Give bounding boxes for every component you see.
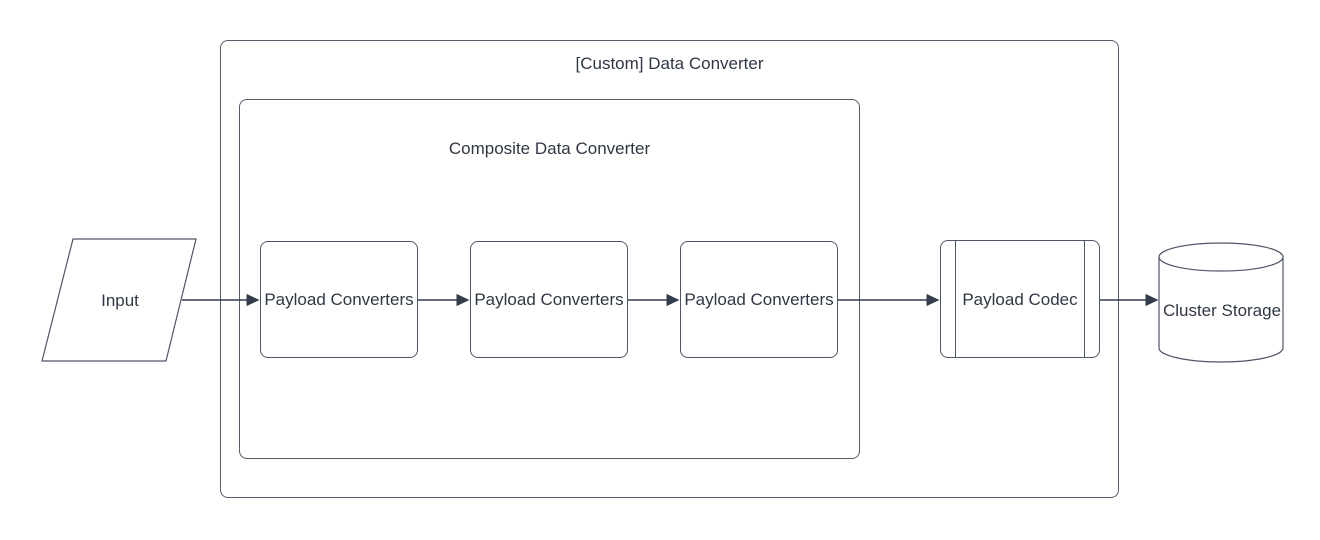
cylinder-shape: [1158, 242, 1284, 363]
payload-converters-label-2: Payload Converters: [474, 290, 624, 309]
payload-converters-node-2: Payload Converters: [470, 241, 628, 358]
codec-left-bar: [955, 241, 956, 357]
cluster-storage-label: Cluster Storage: [1162, 300, 1282, 320]
codec-right-bar: [1084, 241, 1085, 357]
payload-codec-node: Payload Codec: [940, 240, 1100, 358]
payload-converters-label-1: Payload Converters: [264, 290, 414, 309]
cluster-storage-node: Cluster Storage: [1152, 236, 1292, 370]
parallelogram-shape: [41, 238, 197, 362]
composite-data-converter-title: Composite Data Converter: [448, 139, 651, 158]
custom-data-converter-title: [Custom] Data Converter: [575, 54, 764, 73]
input-label: Input: [101, 290, 139, 310]
payload-converters-label-3: Payload Converters: [684, 290, 834, 309]
payload-codec-label: Payload Codec: [962, 289, 1078, 309]
payload-converters-node-3: Payload Converters: [680, 241, 838, 358]
input-node: Input: [35, 232, 205, 368]
payload-converters-node-1: Payload Converters: [260, 241, 418, 358]
